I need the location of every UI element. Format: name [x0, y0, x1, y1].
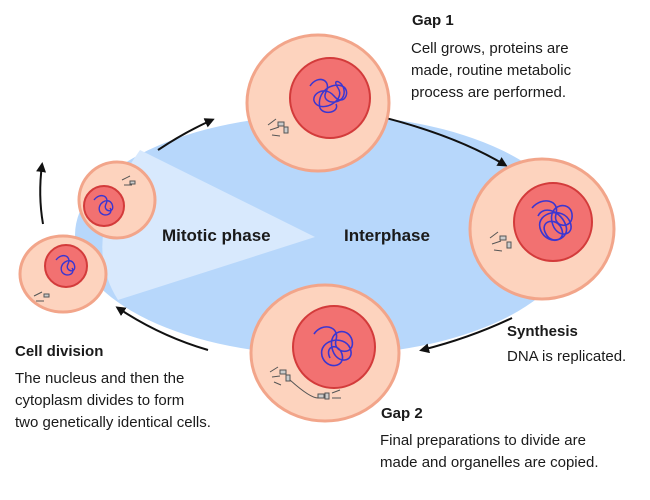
arrow-to-synthesis	[377, 115, 508, 167]
chromatin-synthesis	[531, 200, 573, 242]
chromatin-mitotic-upper	[93, 194, 114, 216]
cell-gap1	[245, 33, 391, 173]
cell-division-line: two genetically identical cells.	[15, 414, 211, 431]
arrow-to-cell-division	[115, 306, 209, 351]
gap1-title: Gap 1	[412, 12, 454, 29]
centrosome-mitotic-upper	[121, 175, 136, 186]
interphase-region	[75, 115, 575, 355]
gap1-line: process are performed.	[411, 84, 567, 101]
gap1-line: made, routine metabolic	[411, 62, 572, 79]
chromatin-gap2	[313, 326, 354, 367]
gap1-description: Cell grows, proteins are made, routine m…	[411, 38, 571, 104]
gap1-line: Cell grows, proteins are	[411, 40, 569, 57]
cell-mitotic-upper	[77, 160, 157, 240]
gap2-line: made and organelles are copied.	[380, 454, 599, 471]
cell-gap2	[249, 283, 401, 423]
gap2-line: Final preparations to divide are	[380, 432, 586, 449]
cell-synthesis	[468, 157, 616, 301]
chromatin-gap1	[309, 78, 348, 114]
synthesis-title: Synthesis	[507, 323, 578, 340]
arrow-division-up	[36, 162, 47, 225]
mitotic-phase-region	[102, 150, 315, 300]
centrosome-mitotic-lower	[33, 291, 50, 302]
cell-division-line: The nucleus and then the	[15, 370, 185, 387]
nucleus-gap1	[289, 57, 371, 139]
cell-mitotic-lower	[18, 234, 108, 314]
interphase-label: Interphase	[344, 226, 430, 245]
centrosome-synthesis	[489, 231, 512, 252]
cell-division-description: The nucleus and then the cytoplasm divid…	[15, 368, 211, 434]
nucleus-mitotic-lower	[44, 244, 88, 288]
gap2-title: Gap 2	[381, 405, 423, 422]
synthesis-line: DNA is replicated.	[507, 348, 627, 365]
cell-division-title: Cell division	[15, 343, 104, 360]
mitotic-phase-label: Mitotic phase	[162, 226, 271, 245]
synthesis-description: DNA is replicated.	[507, 346, 626, 368]
centrosomes-gap2	[269, 366, 341, 400]
arrow-to-gap1	[157, 118, 215, 151]
arrow-to-gap2	[419, 317, 513, 354]
gap2-description: Final preparations to divide are made an…	[380, 430, 598, 474]
nucleus-mitotic-upper	[83, 185, 125, 227]
cell-division-line: cytoplasm divides to form	[15, 392, 185, 409]
chromatin-mitotic-lower	[55, 254, 76, 276]
centrosome-gap1	[267, 118, 289, 137]
